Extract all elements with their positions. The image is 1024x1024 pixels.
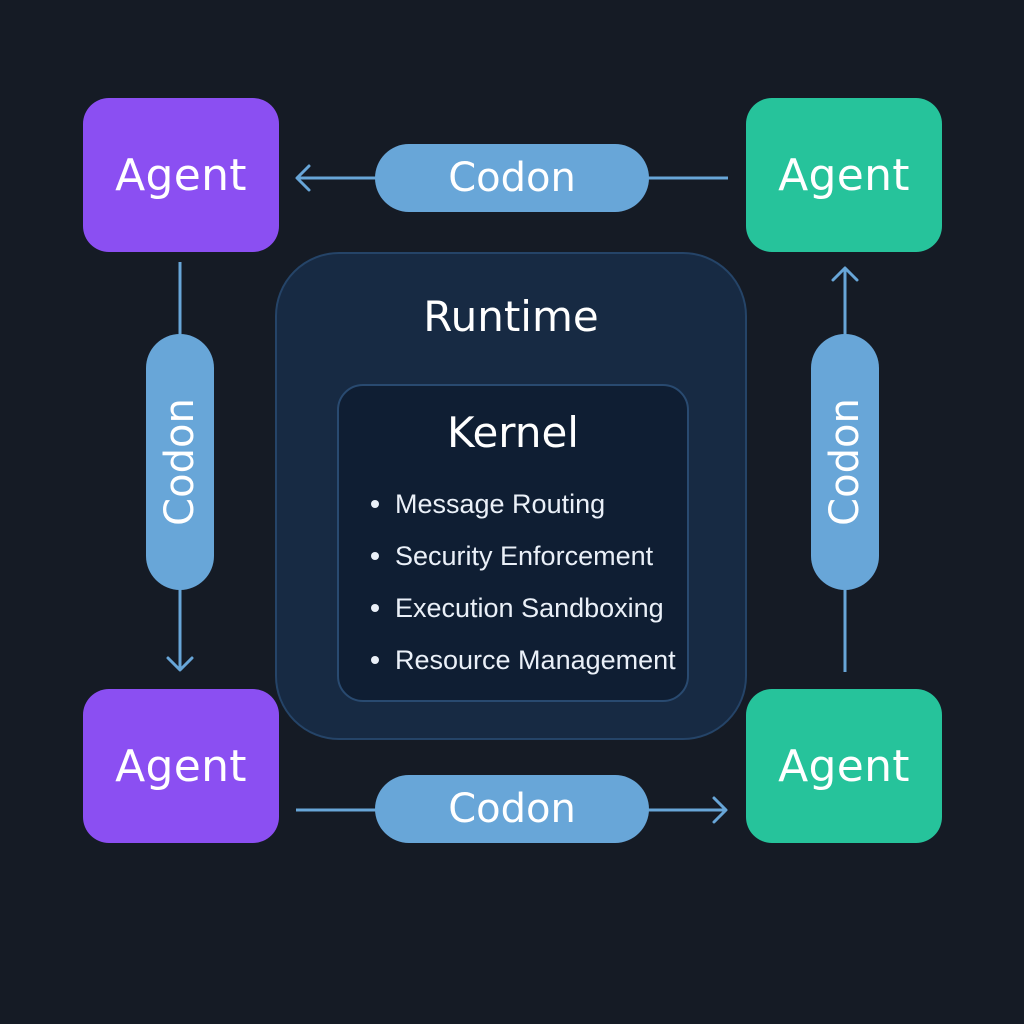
agent-label: Agent — [115, 149, 247, 201]
bullet-icon — [371, 500, 379, 508]
kernel-container: Kernel Message Routing Security Enforcem… — [337, 384, 689, 702]
codon-pill-left: Codon — [146, 334, 214, 590]
codon-label: Codon — [157, 398, 203, 526]
kernel-feature-label: Message Routing — [395, 489, 606, 519]
agent-label: Agent — [778, 149, 910, 201]
bullet-icon — [371, 552, 379, 560]
kernel-feature-item: Security Enforcement — [371, 538, 676, 590]
kernel-feature-label: Security Enforcement — [395, 541, 654, 571]
codon-pill-bottom: Codon — [375, 775, 649, 843]
agent-node-top-right: Agent — [746, 98, 942, 252]
codon-pill-top: Codon — [375, 144, 649, 212]
runtime-container: Runtime Kernel Message Routing Security … — [275, 252, 747, 740]
kernel-feature-item: Resource Management — [371, 642, 676, 694]
codon-label: Codon — [448, 786, 576, 832]
arrow-down-icon — [166, 656, 194, 672]
kernel-feature-list: Message Routing Security Enforcement Exe… — [371, 486, 676, 694]
kernel-title: Kernel — [447, 408, 579, 457]
arrow-up-icon — [831, 266, 859, 282]
arrow-right-icon — [712, 796, 728, 824]
agent-node-bottom-right: Agent — [746, 689, 942, 843]
kernel-feature-item: Message Routing — [371, 486, 676, 538]
bullet-icon — [371, 656, 379, 664]
kernel-feature-label: Resource Management — [395, 645, 676, 675]
codon-pill-right: Codon — [811, 334, 879, 590]
bullet-icon — [371, 604, 379, 612]
codon-label: Codon — [822, 398, 868, 526]
kernel-feature-label: Execution Sandboxing — [395, 593, 664, 623]
codon-label: Codon — [448, 155, 576, 201]
arrow-left-icon — [295, 164, 311, 192]
agent-label: Agent — [115, 740, 247, 792]
agent-node-bottom-left: Agent — [83, 689, 279, 843]
agent-node-top-left: Agent — [83, 98, 279, 252]
runtime-title: Runtime — [423, 292, 599, 341]
kernel-feature-item: Execution Sandboxing — [371, 590, 676, 642]
agent-label: Agent — [778, 740, 910, 792]
